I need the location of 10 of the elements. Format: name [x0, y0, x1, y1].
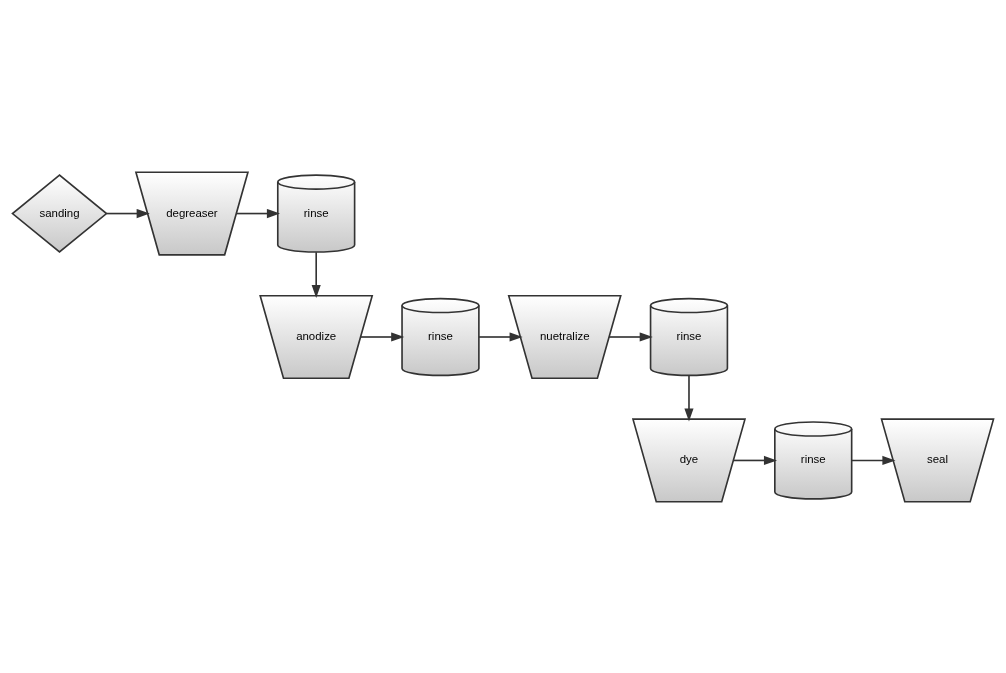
arrow	[311, 250, 321, 298]
arrow	[732, 455, 778, 465]
node-diamond: sanding	[11, 173, 108, 253]
arrow	[235, 208, 280, 218]
arrow	[105, 208, 150, 218]
arrow	[684, 374, 694, 421]
arrow	[478, 331, 523, 342]
arrow	[851, 455, 896, 465]
arrow	[608, 331, 653, 342]
arrow	[359, 331, 405, 342]
